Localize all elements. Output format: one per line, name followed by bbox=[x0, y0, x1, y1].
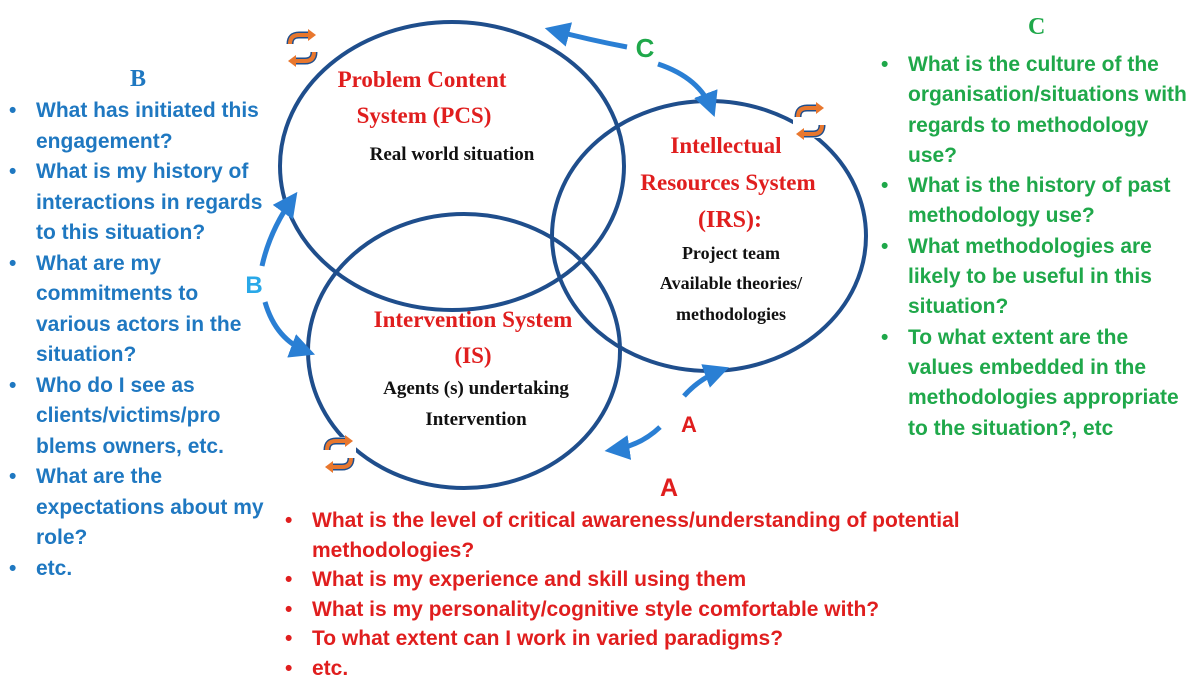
section-b-list: What has initiated this engagement? What… bbox=[0, 96, 268, 584]
pcs-title-line2: System (PCS) bbox=[357, 103, 492, 128]
irs-title-line2: Resources System bbox=[640, 170, 815, 195]
pcs-title-line1: Problem Content bbox=[338, 67, 507, 92]
section-b-heading: B bbox=[130, 66, 147, 92]
list-item: etc. bbox=[0, 554, 268, 585]
cycle-icon bbox=[285, 29, 319, 67]
arrow-c-to-irs bbox=[657, 61, 718, 118]
is-line1: Agents (s) undertaking bbox=[383, 378, 569, 399]
arrow-a-to-is bbox=[604, 425, 662, 460]
list-item: What has initiated this engagement? bbox=[0, 96, 268, 157]
list-item: What is my personality/cognitive style c… bbox=[276, 595, 996, 625]
pcs-circle bbox=[278, 20, 626, 312]
list-item: What is the level of critical awareness/… bbox=[276, 506, 996, 565]
arrow-a-to-irs bbox=[682, 364, 730, 398]
list-item: What methodologies are likely to be usef… bbox=[872, 232, 1198, 323]
irs-line1: Project team bbox=[682, 243, 780, 263]
section-c-heading: C bbox=[1028, 14, 1046, 40]
list-item: What is the culture of the organisation/… bbox=[872, 50, 1198, 171]
is-title-line1: Intervention System bbox=[374, 307, 573, 332]
list-item: To what extent can I work in varied para… bbox=[276, 624, 996, 654]
list-item: What is my experience and skill using th… bbox=[276, 565, 996, 595]
irs-line3: methodologies bbox=[676, 304, 786, 324]
list-item: Who do I see as clients/victims/pro blem… bbox=[0, 371, 268, 463]
cycle-icon bbox=[793, 102, 827, 140]
section-a-list: What is the level of critical awareness/… bbox=[276, 506, 996, 683]
irs-line2: Available theories/ bbox=[660, 273, 803, 293]
list-item: What is my history of interactions in re… bbox=[0, 157, 268, 249]
list-item: What is the history of past methodology … bbox=[872, 171, 1198, 232]
section-c-list: What is the culture of the organisation/… bbox=[872, 50, 1198, 444]
arrow-b-to-is bbox=[262, 301, 316, 358]
list-item: To what extent are the values embedded i… bbox=[872, 323, 1198, 444]
is-title-line2: (IS) bbox=[454, 343, 491, 368]
list-item: etc. bbox=[276, 654, 996, 684]
cycle-icon bbox=[322, 435, 356, 473]
arrow-label-c: C bbox=[636, 33, 655, 63]
arrow-c-to-pcs bbox=[544, 22, 628, 50]
list-item: What are the expectations about my role? bbox=[0, 462, 268, 554]
list-item: What are my commitments to various actor… bbox=[0, 249, 268, 371]
section-a-heading: A bbox=[660, 474, 679, 502]
irs-title-line3: (IRS): bbox=[698, 207, 762, 233]
is-line2: Intervention bbox=[425, 409, 527, 430]
arrow-label-a: A bbox=[681, 412, 697, 437]
pcs-subtitle: Real world situation bbox=[370, 144, 535, 165]
irs-title-line1: Intellectual bbox=[670, 133, 781, 158]
